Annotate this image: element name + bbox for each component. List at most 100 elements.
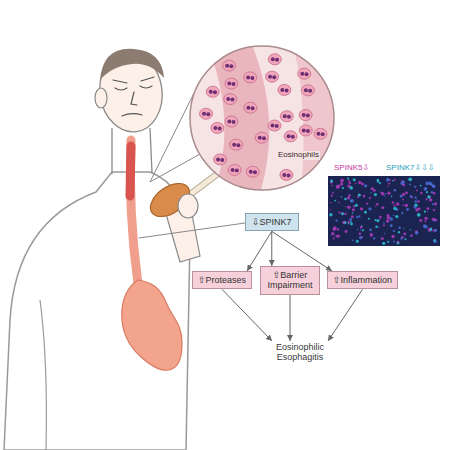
stain-dot [344,198,347,201]
micrograph [328,176,440,246]
stain-dot [393,230,395,232]
stain-dot [345,206,346,207]
stain-dot [433,240,437,244]
effect-box: ⇧Inflammation [327,271,398,289]
stain-label: SPINK7⇩⇩⇩ [385,164,436,173]
stain-dot [370,192,371,193]
stain-dot [428,230,429,231]
stain-dot [330,202,331,203]
eosinophil [246,166,259,177]
effect-box: ⇧Barrier Impairment [260,266,320,295]
node-text: ⇧Barrier Impairment [266,270,314,291]
stain-dot [428,228,432,232]
stain-dot [428,181,432,185]
node-text: ⇧Proteases [198,275,246,285]
stain-dot [335,219,337,221]
effect-box: ⇧Proteases [192,271,252,289]
stain-dot [409,184,411,186]
stain-dot [348,194,350,196]
stain-dot [394,179,396,181]
stain-dot [396,241,399,244]
stain-dot [426,207,429,210]
stain-dot [392,180,394,182]
stain-dot [338,202,340,204]
eosinophil [214,154,227,165]
drumstick-bone-fill [188,172,220,196]
stain-dot [432,203,434,205]
stain-dot [358,215,360,217]
stain-dot [334,200,336,202]
stain-dot [378,227,379,228]
stain-dot [414,196,416,198]
stain-dot [358,232,361,235]
stain-dot [377,220,380,223]
stain-dot [352,212,353,213]
ear [95,88,107,108]
stain-dot [336,185,340,189]
stain-dot [412,197,414,199]
stain-dot [347,196,350,199]
stain-dot [355,183,357,185]
stain-dot [420,185,422,187]
stain-dot [348,180,350,182]
stain-dot [383,222,385,224]
stain-dot [369,233,373,237]
stain-dot [363,195,366,198]
stain-dot [366,202,368,204]
stain-dot [368,218,370,220]
stain-dot [361,225,362,226]
stain-dot [426,191,428,193]
hand [178,194,198,218]
stain-dot [424,217,427,220]
stain-dot [417,200,420,203]
head [95,48,168,136]
eosinophil [230,139,243,150]
stain-dot [427,195,430,198]
esophagus-inflamed [130,146,131,196]
stain-dot [389,179,391,181]
eosinophil [299,110,312,121]
node-text: Eosinophilic Esophagitis [269,342,331,363]
stain-dot [434,239,436,241]
stain-dot [404,238,406,240]
stain-dot [432,229,434,231]
stain-dot [406,208,409,211]
stain-dot [377,179,380,182]
stain-dot [415,231,418,234]
stain-dot [331,185,333,187]
stain-dot [361,183,364,186]
spink7-leader [139,222,252,238]
drumstick-bone [188,172,220,196]
stain-dot [398,226,401,229]
cell-label: Eosinophils [277,151,320,160]
stain-dot [414,186,416,188]
stain-dot [425,198,427,200]
stain-dot [381,237,384,240]
stain-dot [381,192,384,195]
stain-dot [360,207,363,210]
stain-dot [397,241,399,243]
stain-dot [356,240,359,243]
stain-dot [379,216,382,219]
stain-dot [347,205,350,208]
stain-dot [416,190,418,192]
stain-dot [359,236,362,239]
node-text: ⇩SPINK7 [252,217,292,227]
stain-dot [382,242,385,245]
eosinophil [211,122,224,133]
stain-dot [403,228,404,229]
stain-dot [375,225,377,227]
stain-dot [333,226,337,230]
eosinophil [223,60,236,71]
stain-dot [364,184,367,187]
stain-dot [351,215,354,218]
stain-dot [429,198,432,201]
stain-dot [368,207,371,210]
stain-dot [333,238,335,240]
stain-dot [362,229,364,231]
eosinophil [280,169,293,180]
stain-dot [385,193,386,194]
eosinophil [298,68,311,79]
stain-dot [400,195,403,198]
